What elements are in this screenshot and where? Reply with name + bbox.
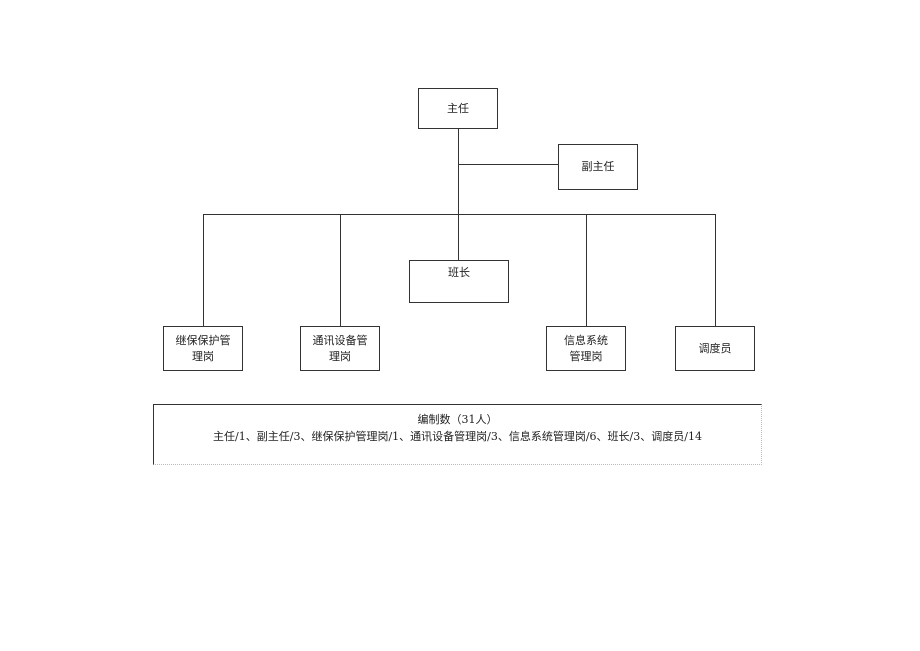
node-director-label: 主任 [447, 101, 469, 115]
node-team-leader: 班长 [409, 260, 509, 303]
node-communication-equipment-line2: 理岗 [329, 349, 351, 363]
staffing-detail: 主任/1、副主任/3、继保保护管理岗/1、通讯设备管理岗/3、信息系统管理岗/6… [213, 430, 702, 443]
connector-director-trunk [458, 129, 459, 260]
connector-bus [203, 214, 715, 215]
node-deputy-director-label: 副主任 [581, 160, 615, 173]
connector-info-drop [586, 214, 587, 326]
connector-comm-drop [340, 214, 341, 326]
node-relay-protection: 继保保护管 理岗 [163, 326, 243, 371]
staffing-title: 编制数（31人） [417, 413, 498, 426]
node-relay-protection-line1: 继保保护管 [175, 333, 231, 347]
node-relay-protection-line2: 理岗 [192, 349, 214, 363]
node-team-leader-label: 班长 [448, 266, 470, 279]
node-dispatcher-label: 调度员 [698, 341, 732, 355]
node-information-system: 信息系统 管理岗 [546, 326, 626, 371]
connector-relay-drop [203, 214, 204, 326]
node-dispatcher: 调度员 [675, 326, 755, 371]
node-deputy-director: 副主任 [558, 144, 638, 190]
node-communication-equipment-line1: 通讯设备管 [312, 333, 368, 347]
node-communication-equipment: 通讯设备管 理岗 [300, 326, 380, 371]
node-information-system-line1: 信息系统 [564, 333, 608, 347]
staffing-summary: 编制数（31人） 主任/1、副主任/3、继保保护管理岗/1、通讯设备管理岗/3、… [153, 404, 762, 465]
connector-dispatcher-drop [715, 214, 716, 326]
connector-deputy-branch [458, 164, 558, 165]
node-information-system-line2: 管理岗 [569, 349, 603, 363]
node-director: 主任 [418, 88, 498, 129]
